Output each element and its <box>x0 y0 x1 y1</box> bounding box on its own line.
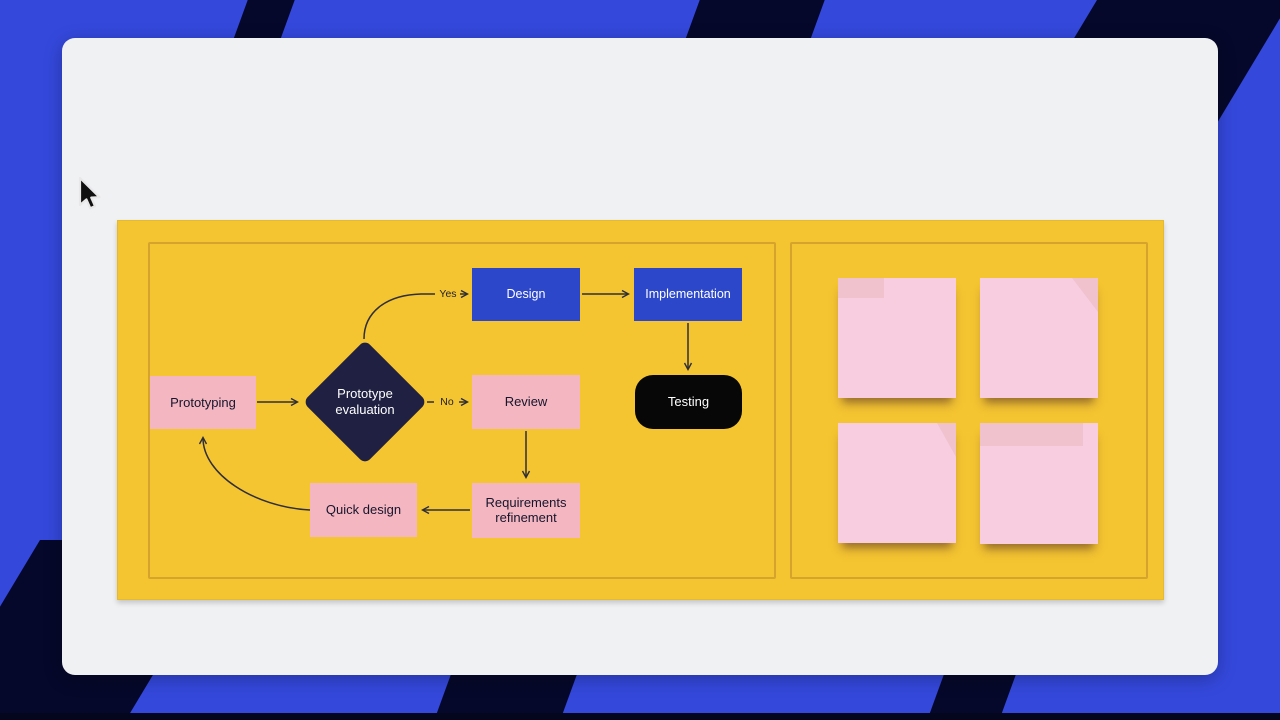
sticky-note-fold <box>980 423 1083 446</box>
backdrop-bottom-bar <box>0 713 1280 720</box>
flow-node-requirements-refinement[interactable]: Requirements refinement <box>472 483 580 538</box>
sticky-note-fold <box>937 423 956 457</box>
sticky-notes-frame <box>790 242 1148 579</box>
flow-node-label: Requirements refinement <box>485 494 567 525</box>
flow-node-quick-design[interactable]: Quick design <box>310 483 417 537</box>
flow-node-label: Review <box>504 394 548 410</box>
sticky-note[interactable] <box>980 278 1098 398</box>
flow-node-label: Design <box>506 287 546 301</box>
flow-node-review[interactable]: Review <box>472 375 580 429</box>
flow-node-implementation[interactable]: Implementation <box>634 268 742 321</box>
flow-node-label: Prototype evaluation <box>335 386 395 417</box>
mouse-cursor-icon <box>78 176 101 210</box>
flow-node-label: Testing <box>667 394 710 410</box>
yellow-board: Prototyping Prototype evaluation Design … <box>117 220 1164 600</box>
flow-node-label: Quick design <box>325 502 402 518</box>
flow-node-prototyping[interactable]: Prototyping <box>150 376 256 429</box>
sticky-note[interactable] <box>980 423 1098 544</box>
flowchart-frame <box>148 242 776 579</box>
edge-label-no: No <box>440 396 454 408</box>
flow-node-label: Implementation <box>645 287 731 301</box>
sticky-note[interactable] <box>838 423 956 543</box>
sticky-note-fold <box>838 278 884 298</box>
flow-node-testing[interactable]: Testing <box>635 375 742 429</box>
sticky-note-fold <box>1072 278 1098 312</box>
flow-node-label: Prototyping <box>170 394 236 410</box>
edge-label-yes: Yes <box>439 288 457 300</box>
sticky-note[interactable] <box>838 278 956 398</box>
flow-node-design[interactable]: Design <box>472 268 580 321</box>
